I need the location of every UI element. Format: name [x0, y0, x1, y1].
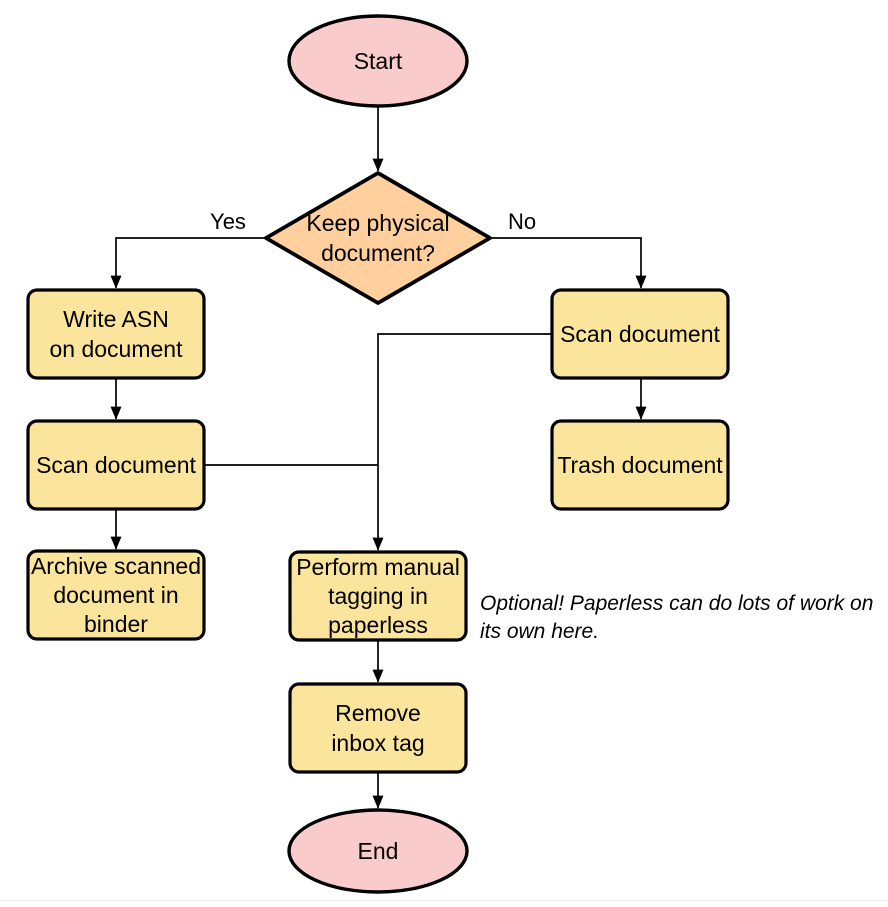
end-terminator-shape [287, 808, 469, 894]
write-asn-process-shape [26, 288, 206, 380]
trash-process-shape [550, 419, 730, 511]
scan-left-process-shape [26, 419, 206, 511]
remove-inbox-process-shape [288, 682, 468, 774]
viewport-bottom-divider [0, 900, 888, 901]
decision-diamond-shape [264, 171, 492, 305]
edge-decision-no-to-scan-right [490, 237, 647, 289]
archive-process-shape [26, 549, 206, 641]
start-terminator-shape [287, 14, 469, 108]
edge-decision-yes-to-write-asn [110, 237, 266, 289]
tagging-process-shape [288, 550, 468, 642]
scan-right-process-shape [550, 288, 730, 380]
edge-scan-right-to-tagging [372, 333, 552, 551]
